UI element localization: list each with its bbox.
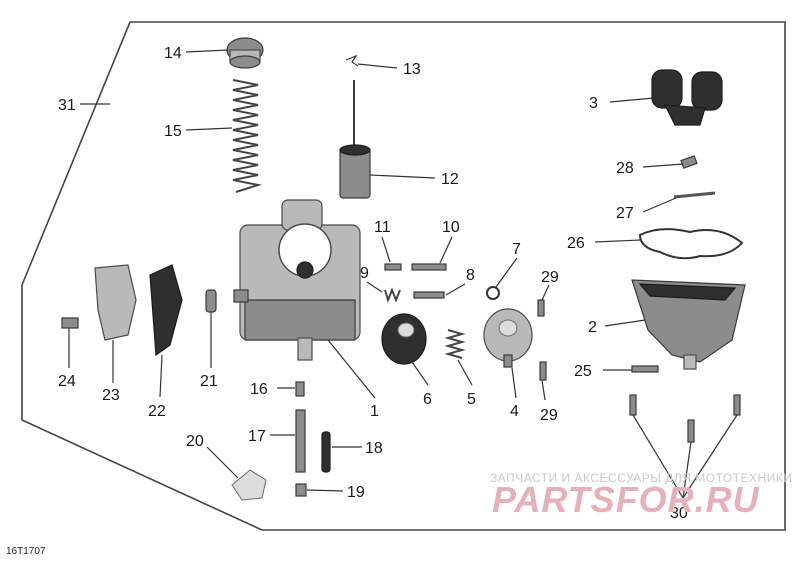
callout-15: 15: [164, 123, 182, 140]
callout-25: 25: [574, 363, 592, 380]
callout-1: 1: [370, 403, 379, 420]
part-cover-screw-bottom: [539, 361, 547, 381]
callout-12: 12: [441, 171, 459, 188]
part-throttle-spring: [232, 79, 262, 193]
callout-24: 24: [58, 373, 76, 390]
part-accelerator-cover: [483, 308, 533, 368]
watermark-tagline: ЗАПЧАСТИ И АКСЕССУАРЫ ДЛЯ МОТОТЕХНИКИ: [490, 471, 792, 485]
part-mixture-screw: [411, 263, 447, 271]
part-throttle-slide: [339, 80, 371, 199]
callout-29-top: 29: [541, 269, 559, 286]
part-cable-bracket: [149, 264, 183, 357]
callout-29-bottom: 29: [540, 407, 558, 424]
part-o-ring: [486, 286, 500, 300]
callout-18: 18: [365, 440, 383, 457]
callout-13: 13: [403, 61, 421, 78]
callout-14: 14: [164, 45, 182, 62]
callout-17: 17: [248, 428, 266, 445]
callout-20: 20: [186, 433, 204, 450]
part-main-jet: [295, 381, 305, 397]
part-idle-screw: [384, 263, 402, 271]
part-diaphragm: [381, 313, 427, 365]
part-jet-holder: [231, 469, 267, 501]
part-plate-bolt: [61, 317, 79, 329]
callout-3: 3: [589, 95, 598, 112]
part-pilot-jet: [321, 431, 331, 473]
callout-6: 6: [423, 391, 432, 408]
callout-22: 22: [148, 403, 166, 420]
part-small-spring: [384, 287, 401, 304]
part-throttle-plate: [94, 264, 137, 341]
watermark-brand: PARTSFOR.RU: [492, 479, 760, 520]
part-link-pin: [205, 289, 217, 313]
part-needle-jet: [295, 409, 306, 473]
callout-11: 11: [374, 219, 391, 236]
diagram-code: 16T1707: [6, 546, 46, 557]
part-slow-jet: [295, 483, 307, 497]
callout-2: 2: [588, 319, 597, 336]
part-adjust-screw: [413, 291, 445, 299]
callout-7: 7: [512, 241, 521, 258]
callout-28: 28: [616, 160, 634, 177]
part-float: [651, 69, 723, 126]
part-needle-clip: [345, 54, 359, 67]
callout-10: 10: [442, 219, 460, 236]
part-cap: [226, 37, 264, 69]
callout-27: 27: [616, 205, 634, 222]
callout-9: 9: [360, 265, 369, 282]
callout-16: 16: [250, 381, 268, 398]
assembly-frame: [21, 21, 786, 531]
part-float-needle: [680, 155, 698, 169]
part-diaphragm-spring: [444, 329, 466, 359]
callout-31: 31: [58, 97, 76, 114]
leader-lines: [68, 49, 738, 499]
part-cover-screw-top: [537, 299, 545, 317]
callout-19: 19: [347, 484, 365, 501]
part-float-bowl: [631, 279, 746, 370]
part-carburetor-body: [233, 199, 361, 361]
callout-8: 8: [466, 267, 475, 284]
callout-23: 23: [102, 387, 120, 404]
part-float-pin: [673, 191, 716, 199]
callout-21: 21: [200, 373, 218, 390]
callout-4: 4: [510, 403, 519, 420]
callout-30: 30: [670, 505, 688, 522]
callout-26: 26: [567, 235, 585, 252]
callout-labels: 14 15 13 12 3 28 27 26 2 11 10 9 8 7 29 …: [58, 45, 688, 522]
callout-5: 5: [467, 391, 476, 408]
part-drain-screw: [631, 365, 659, 373]
part-bowl-gasket: [638, 228, 744, 260]
